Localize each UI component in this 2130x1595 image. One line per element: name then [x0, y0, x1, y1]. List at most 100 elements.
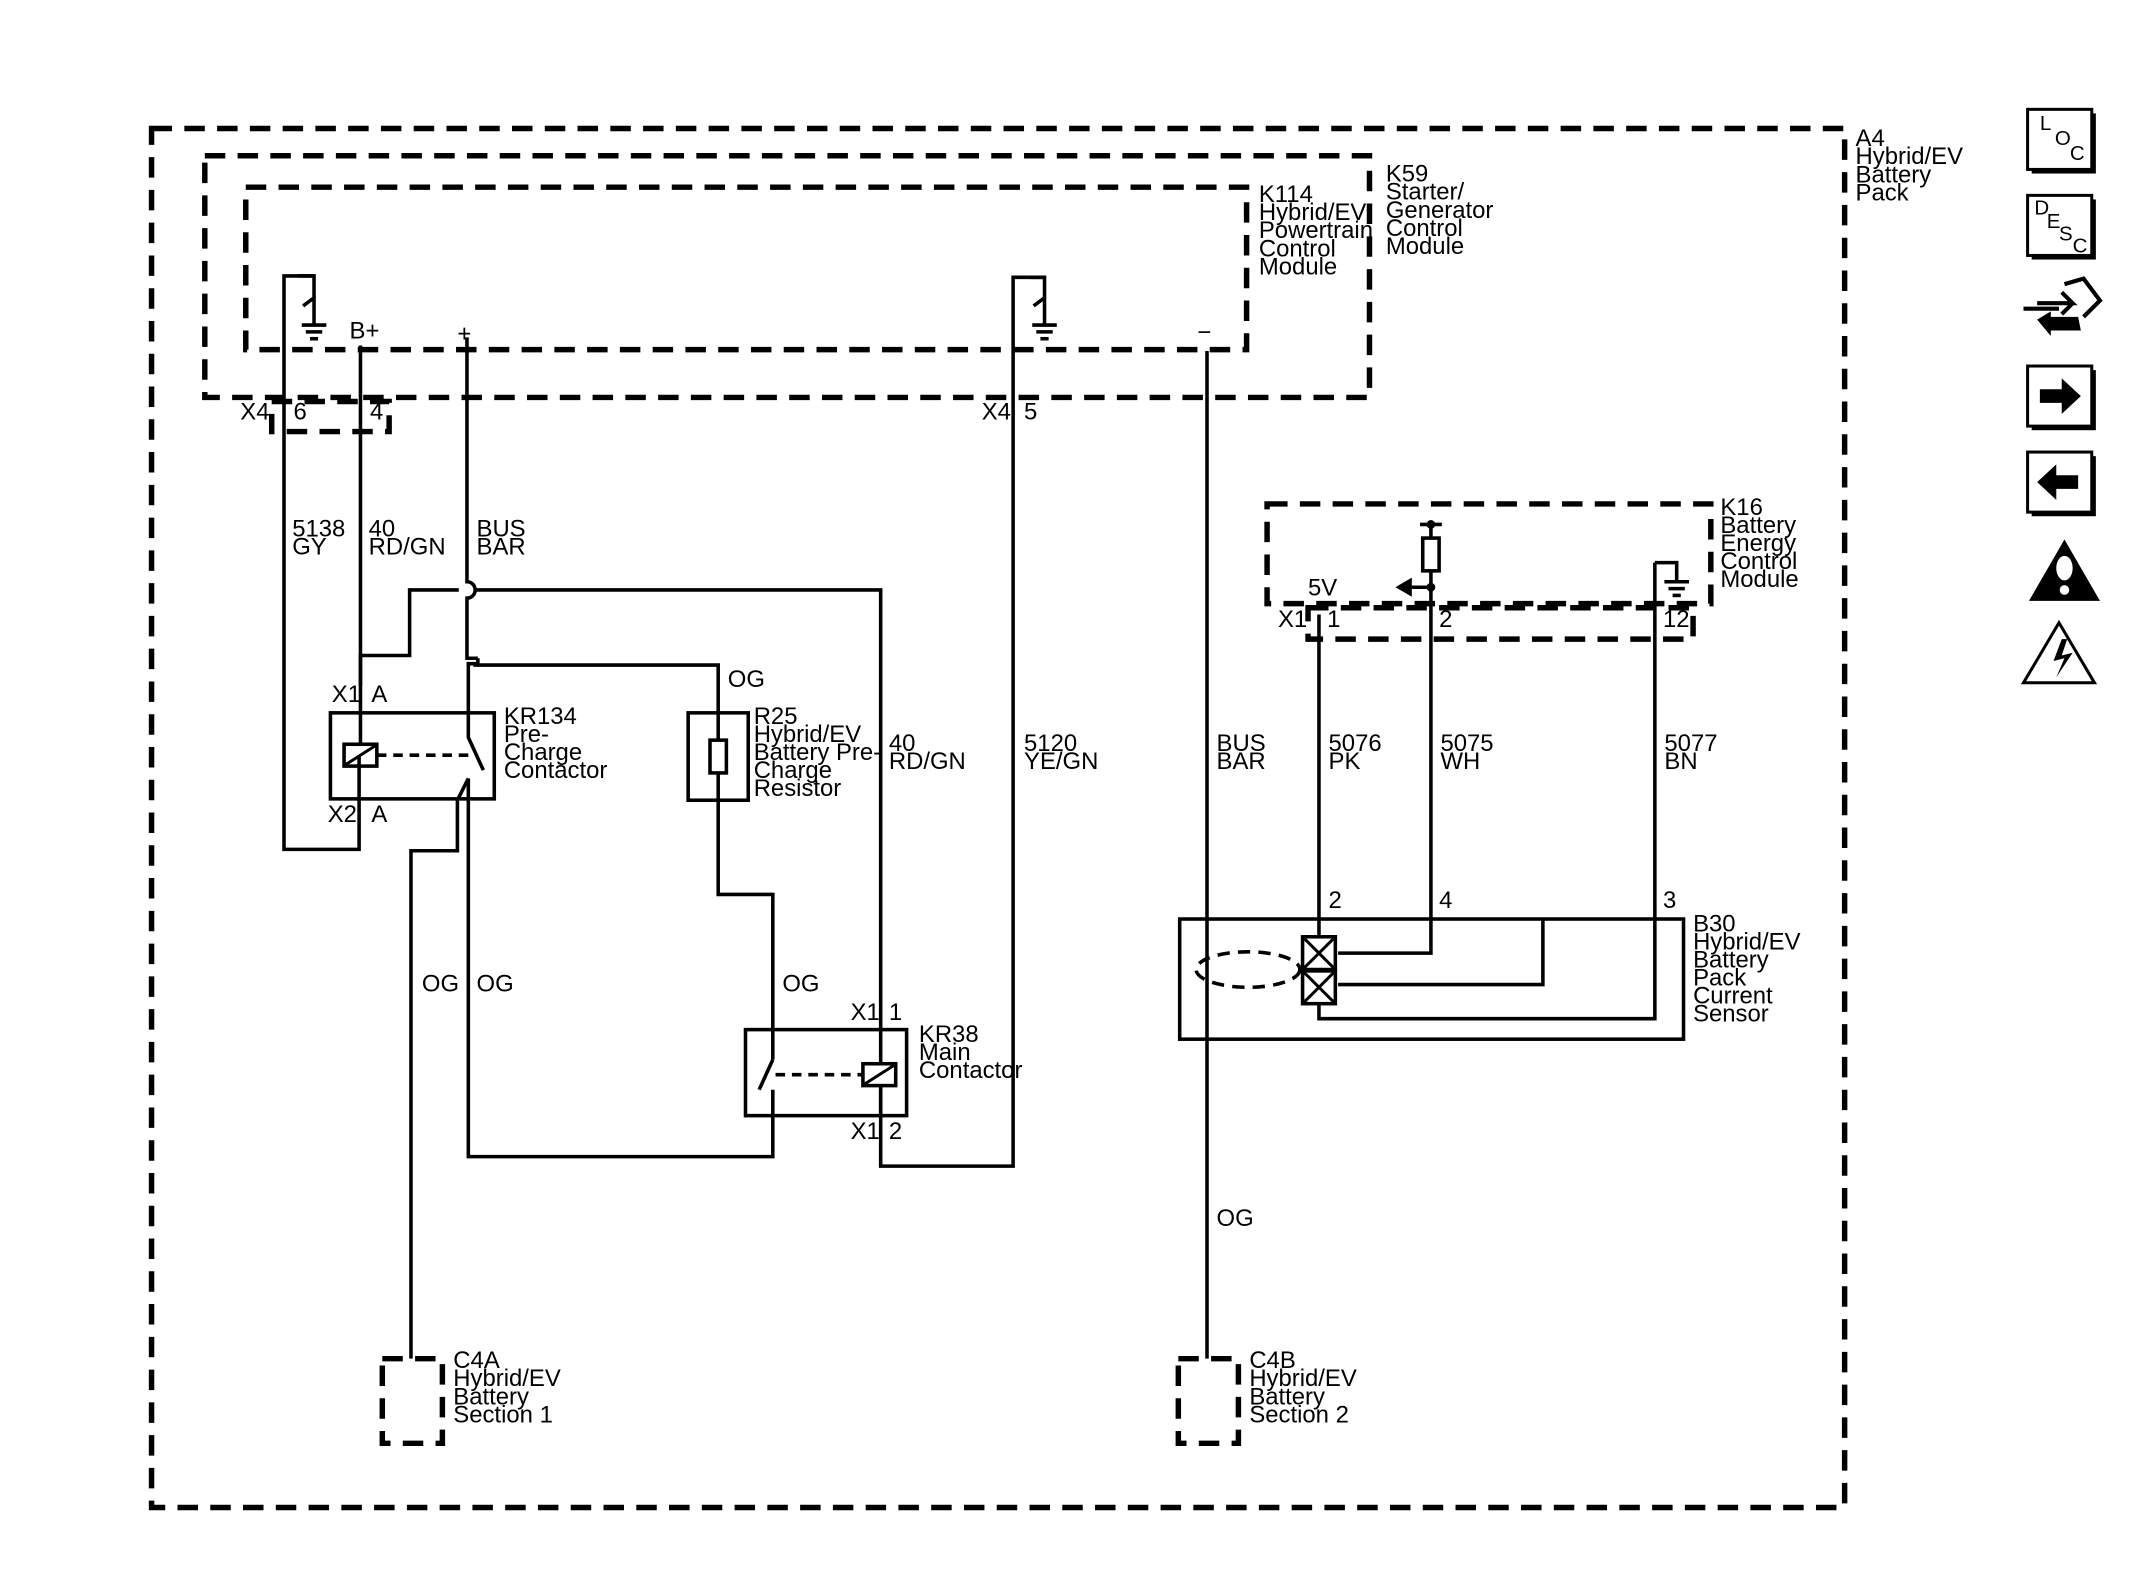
kr134-top-pin: A: [371, 681, 387, 708]
terminal-5v: 5V: [1308, 574, 1337, 601]
wire-5076-label-line-2: PK: [1329, 748, 1361, 775]
x4-connector-outline: [268, 398, 392, 435]
a4-label-line-2: Hybrid/EV: [1856, 143, 1964, 170]
k16-module-outline: [1264, 501, 1714, 607]
terminal-b-plus: B+: [350, 318, 380, 345]
c4b-label-line-2: Hybrid/EV: [1249, 1365, 1357, 1392]
desc-icon[interactable]: D E S C: [2026, 193, 2096, 260]
kr134-pre-charge-contactor: [328, 658, 497, 802]
b30-label-line-3: Battery: [1693, 946, 1769, 973]
c4b-label-line-1: C4B: [1249, 1347, 1295, 1374]
wire-og-left2: [466, 800, 775, 1159]
k114-label-line-2: Hybrid/EV: [1259, 199, 1367, 226]
busbar-left-label-line-1: BUS: [477, 516, 526, 543]
og-kr38-label: OG: [782, 970, 819, 997]
r25-label-line-5: Resistor: [754, 775, 842, 802]
r25-label-line-1: R25: [754, 703, 798, 730]
kr134-label-line-4: Contactor: [504, 757, 608, 784]
r25-label-line-2: Hybrid/EV: [754, 721, 862, 748]
a4-label-line-3: Battery: [1856, 161, 1932, 188]
k16-ground-symbol: [1654, 560, 1689, 598]
c4b-label-line-4: Section 2: [1249, 1401, 1349, 1428]
busbar-right-label-line-2: BAR: [1217, 748, 1266, 775]
og-r25-top-label: OG: [728, 666, 765, 693]
a4-label-line-1: A4: [1856, 125, 1885, 152]
kr134-bottom-pin: A: [371, 801, 387, 828]
wire-5075-label-line-2: WH: [1440, 748, 1480, 775]
wire-5138-gy: [282, 274, 361, 852]
b30-current-sensor: [1177, 917, 1686, 1041]
high-voltage-icon[interactable]: [2020, 619, 2098, 685]
r25-pre-charge-resistor: [686, 711, 751, 803]
connector-repair-icon[interactable]: [2023, 276, 2103, 336]
x4-left-name: X4: [240, 398, 269, 425]
b30-label-line-5: Current: [1693, 982, 1773, 1009]
a4-label-line-4: Pack: [1856, 179, 1909, 206]
k16-x1-connector-outline: [1305, 604, 1696, 642]
k16-label-line-1: K16: [1720, 494, 1762, 521]
desc-letter-e: E: [2047, 210, 2061, 233]
busbar-right-label-line-1: BUS: [1217, 730, 1266, 757]
kr38-bottom-pin: 2: [889, 1118, 902, 1145]
r25-label-line-3: Battery Pre-: [754, 739, 881, 766]
c4a-label-line-4: Section 1: [453, 1401, 553, 1428]
next-arrow-icon[interactable]: [2026, 364, 2096, 431]
wire-5077-label-line-1: 5077: [1664, 730, 1717, 757]
kr38-label-line-3: Contactor: [919, 1057, 1023, 1084]
wire-5138-label-line-2: GY: [292, 534, 327, 561]
k16-x1-name: X1: [1278, 606, 1307, 633]
x4-left-pin-6: 6: [294, 398, 307, 425]
r25-label-line-4: Charge: [754, 757, 832, 784]
kr38-label-line-1: KR38: [919, 1021, 979, 1048]
k16-label-line-5: Module: [1720, 566, 1798, 593]
x4-right-pin-5: 5: [1024, 398, 1037, 425]
k114-label-line-4: Control: [1259, 235, 1336, 262]
wire-og-kr38: [716, 800, 775, 1060]
wire-40-left-label-line-1: 40: [369, 516, 396, 543]
kr38-main-contactor: [743, 1027, 909, 1118]
desc-letter-c: C: [2073, 235, 2088, 258]
kr38-bottom-connector: X1: [851, 1118, 880, 1145]
kr134-label-line-2: Pre-: [504, 721, 549, 748]
kr134-label-line-1: KR134: [504, 703, 577, 730]
terminal-plus: +: [457, 320, 471, 347]
wire-5076-label-line-1: 5076: [1329, 730, 1382, 757]
kr38-top-connector: X1: [851, 999, 880, 1026]
k114-module-outline: [243, 184, 1250, 353]
kr38-top-pin: 1: [889, 999, 902, 1026]
b30-pin-2: 2: [1329, 887, 1342, 914]
wire-5077-label-line-2: BN: [1664, 748, 1697, 775]
k114-ground-switch-right: [1030, 275, 1057, 341]
desc-letter-d: D: [2034, 196, 2049, 219]
c4a-label-line-2: Hybrid/EV: [453, 1365, 561, 1392]
busbar-left-label-line-2: BAR: [477, 534, 526, 561]
wire-og-left1: [409, 800, 460, 1359]
nav-toolbar: L O C D E S C: [2020, 107, 2103, 685]
previous-arrow-icon[interactable]: [2026, 450, 2096, 517]
kr38-label-line-2: Main: [919, 1039, 971, 1066]
loc-letter-l: L: [2040, 112, 2051, 135]
wire-5120-label-line-2: YE/GN: [1024, 748, 1098, 775]
a4-battery-pack-outline: [148, 125, 1848, 1511]
wire-40-mid-label-line-2: RD/GN: [889, 748, 966, 775]
k16-label-line-3: Energy: [1720, 530, 1796, 557]
k59-label-line-4: Control: [1386, 215, 1463, 242]
b30-label-line-1: B30: [1693, 910, 1735, 937]
c4a-label-line-1: C4A: [453, 1347, 500, 1374]
k16-label-line-2: Battery: [1720, 512, 1796, 539]
k16-x1-pin-12: 12: [1663, 606, 1690, 633]
k59-label-line-1: K59: [1386, 161, 1428, 188]
x4-right-name: X4: [982, 398, 1011, 425]
wire-40-mid-label-line-1: 40: [889, 730, 916, 757]
loc-icon[interactable]: L O C: [2026, 107, 2096, 174]
k114-ground-switch-left: [297, 274, 327, 341]
kr134-top-connector: X1: [332, 681, 361, 708]
wire-5120-ye-gn: [878, 275, 1045, 1168]
c4b-label-line-3: Battery: [1249, 1383, 1325, 1410]
loc-letter-o: O: [2055, 127, 2071, 150]
wire-40-left-label-line-2: RD/GN: [369, 534, 446, 561]
wire-5138-label-line-1: 5138: [292, 516, 345, 543]
caution-icon[interactable]: [2028, 539, 2100, 601]
wire-5075-label-line-1: 5075: [1440, 730, 1493, 757]
wire-40-rd-gn-mid: [358, 588, 883, 1029]
